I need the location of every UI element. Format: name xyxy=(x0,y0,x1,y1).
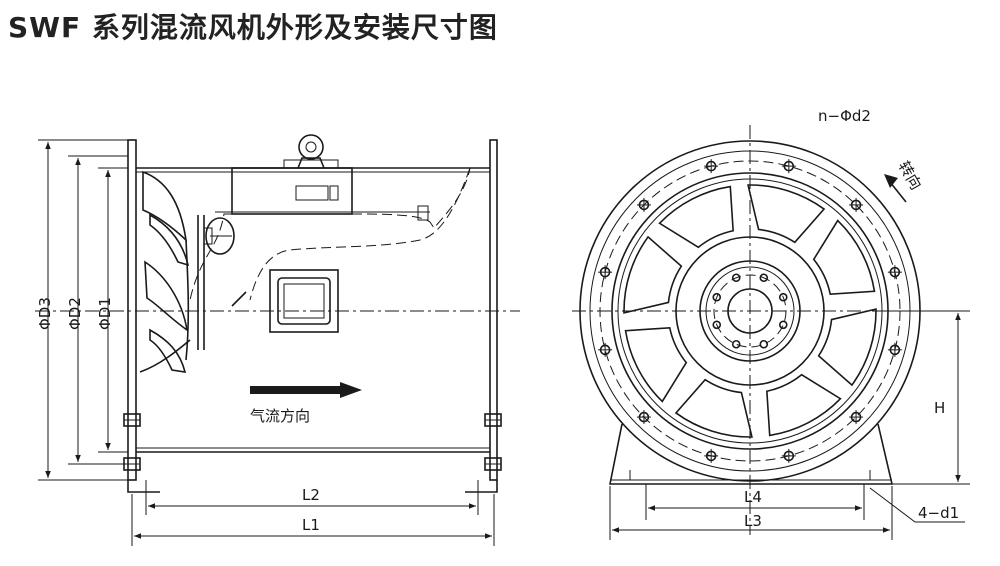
hub-outer xyxy=(675,236,825,386)
hub-hole-icon xyxy=(778,320,788,330)
airflow-arrow-icon xyxy=(250,382,362,398)
motor-box xyxy=(231,167,353,215)
hub-center xyxy=(727,288,773,334)
junction-box xyxy=(269,269,339,333)
hub-hole-icon xyxy=(759,273,769,283)
guide-vane xyxy=(624,327,688,403)
four-d1-leader xyxy=(869,487,965,523)
l1-label: L1 xyxy=(302,516,320,534)
rotation-label: 转向 xyxy=(895,158,926,193)
hub-hole-icon xyxy=(731,273,741,283)
airflow-label: 气流方向 xyxy=(250,407,310,425)
side-view: 气流方向 ΦD3 ΦD2 ΦD1 xyxy=(35,134,520,546)
guide-vane xyxy=(817,308,877,387)
hub-hole-icon xyxy=(712,320,722,330)
phi-d3-label: ΦD3 xyxy=(36,297,54,330)
right-foot xyxy=(465,480,498,493)
hub-hole-icon xyxy=(778,292,788,302)
flange-bolt-holes xyxy=(598,159,902,463)
front-view: 转向 n−Φd2 H L4 L3 4−d1 xyxy=(572,107,970,540)
rotation-arrow-icon xyxy=(884,174,907,203)
hub-bracket xyxy=(203,217,247,307)
h-label: H xyxy=(934,399,945,417)
guide-vanes xyxy=(623,184,877,438)
l4-label: L4 xyxy=(744,488,762,506)
left-foot xyxy=(127,480,160,493)
right-flange xyxy=(489,139,498,481)
flange-bolts xyxy=(123,413,502,471)
guide-vane xyxy=(747,184,826,244)
hub-ring xyxy=(699,260,801,362)
phi-d2-label: ΦD2 xyxy=(66,297,84,330)
inner-profile-lower xyxy=(249,167,471,301)
n-phi-d2-label: n−Φd2 xyxy=(818,107,871,125)
inner-profile-upper xyxy=(189,167,471,301)
side-vertical-dimensions xyxy=(38,139,128,481)
guide-vane xyxy=(674,378,753,438)
front-horizontal-dimensions xyxy=(609,484,893,540)
guide-vane xyxy=(812,219,876,295)
left-flange xyxy=(127,139,137,481)
base-stand xyxy=(609,423,894,485)
h-dimension xyxy=(880,310,970,485)
hub-hole-icon xyxy=(731,339,741,349)
hub-bolt-holes xyxy=(712,273,788,349)
guide-vane xyxy=(623,235,683,314)
guide-vane xyxy=(766,373,842,437)
guide-vane xyxy=(658,185,734,249)
four-d1-label: 4−d1 xyxy=(918,504,959,522)
hub-hole-icon xyxy=(759,339,769,349)
phi-d1-label: ΦD1 xyxy=(96,297,114,330)
page-title: SWF 系列混流风机外形及安装尺寸图 xyxy=(8,11,498,44)
side-horizontal-dimensions xyxy=(131,480,495,546)
l2-label: L2 xyxy=(302,486,320,504)
impeller-blades xyxy=(139,170,205,373)
lifting-eye-icon xyxy=(283,134,339,169)
l3-label: L3 xyxy=(744,512,762,530)
hub-hole-icon xyxy=(712,292,722,302)
